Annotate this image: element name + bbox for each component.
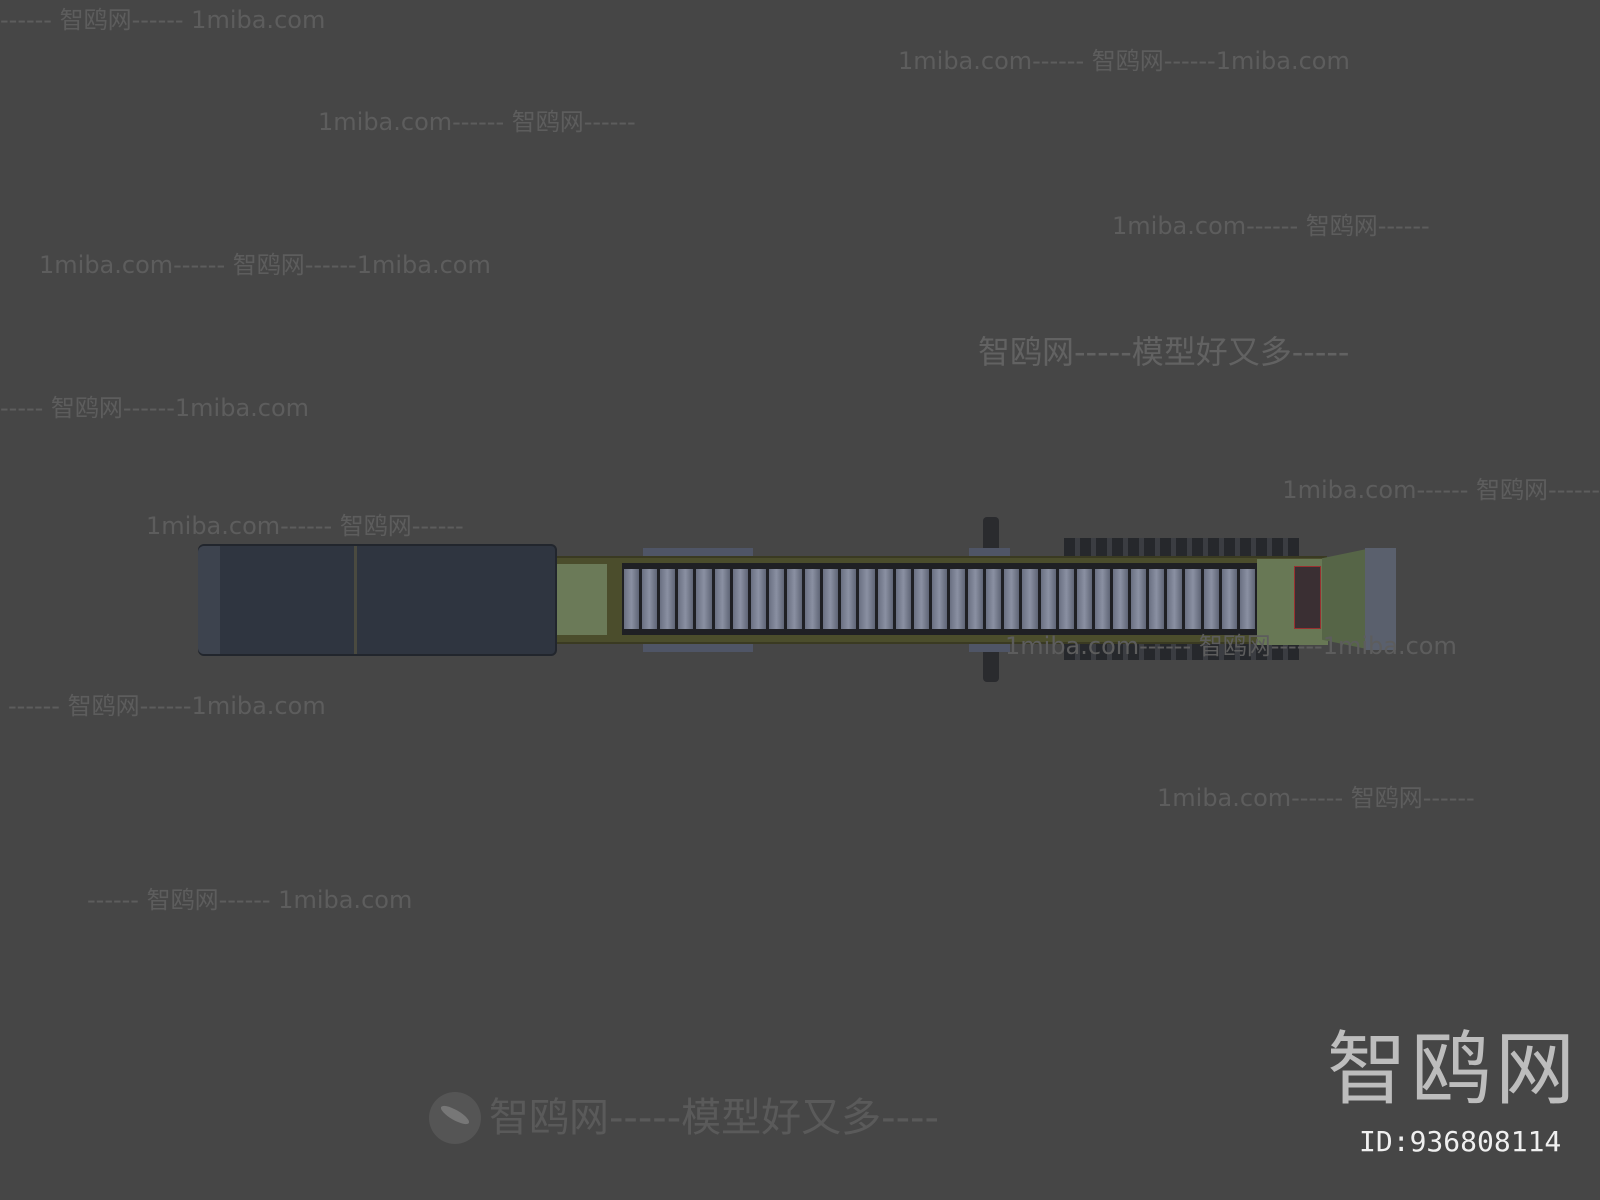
rib xyxy=(660,569,676,629)
rib xyxy=(1203,569,1219,629)
watermark-text: 1miba.com------ 智鸥网------1miba.com xyxy=(898,47,1350,75)
rib xyxy=(986,569,1002,629)
cooling-ribs xyxy=(622,563,1257,635)
watermark-text: 1miba.com------ 智鸥网------1miba.com xyxy=(1005,632,1457,660)
rib xyxy=(1040,569,1056,629)
watermark-text: 1miba.com------ 智鸥网------ xyxy=(1282,476,1600,504)
rib xyxy=(768,569,784,629)
top-rail xyxy=(1064,538,1299,560)
watermark-text: 1miba.com------ 智鸥网------1miba.com xyxy=(39,251,491,279)
rib xyxy=(895,569,911,629)
receiver-insert xyxy=(556,564,607,635)
red-marker xyxy=(1294,566,1321,629)
rib xyxy=(1131,569,1147,629)
watermark-text: 1miba.com------ 智鸥网------ xyxy=(1112,212,1430,240)
watermark-text: 1miba.com------ 智鸥网------ xyxy=(318,108,636,136)
rib xyxy=(714,569,730,629)
rib xyxy=(1239,569,1255,629)
bird-logo-icon xyxy=(429,1092,481,1144)
rib xyxy=(1022,569,1038,629)
brand-logo: 智鸥网 xyxy=(1327,1023,1579,1116)
rib xyxy=(1058,569,1074,629)
rib xyxy=(859,569,875,629)
muzzle-cap xyxy=(198,546,220,654)
bottom-watermark: 智鸥网-----模型好又多---- xyxy=(429,1092,939,1144)
suppressor xyxy=(198,544,557,656)
watermark-text: 智鸥网-----模型好又多----- xyxy=(978,333,1350,371)
rib xyxy=(877,569,893,629)
rib xyxy=(696,569,712,629)
rib xyxy=(732,569,748,629)
bottom-slogan-text: 智鸥网-----模型好又多---- xyxy=(489,1095,939,1141)
rib xyxy=(786,569,803,629)
rib xyxy=(949,569,966,629)
rib xyxy=(968,569,984,629)
watermark-text: ------ 智鸥网------1miba.com xyxy=(8,692,326,720)
watermark-text: ----- 智鸥网------1miba.com xyxy=(0,394,310,422)
rib xyxy=(913,569,929,629)
watermark-text: 1miba.com------ 智鸥网------ xyxy=(146,512,464,540)
rib xyxy=(1167,569,1183,629)
rib xyxy=(1004,569,1020,629)
rib xyxy=(1076,569,1092,629)
rib xyxy=(750,569,766,629)
rib xyxy=(678,569,694,629)
rib xyxy=(1149,569,1165,629)
watermark-text: 1miba.com------ 智鸥网------ xyxy=(1157,784,1475,812)
rib xyxy=(931,569,947,629)
rib xyxy=(642,569,658,629)
model-id: ID:936808114 xyxy=(1359,1125,1562,1158)
rib xyxy=(841,569,857,629)
watermark-text: ------ 智鸥网------ 1miba.com xyxy=(87,886,413,914)
butt-cap xyxy=(1365,548,1396,650)
rib xyxy=(1221,569,1237,629)
rib xyxy=(1094,569,1110,629)
rib xyxy=(805,569,821,629)
rib xyxy=(1185,569,1201,629)
rib xyxy=(624,569,640,629)
rib xyxy=(823,569,839,629)
suppressor-seam xyxy=(354,546,357,654)
watermark-text: ------ 智鸥网------ 1miba.com xyxy=(0,6,326,34)
rib xyxy=(1112,569,1129,629)
